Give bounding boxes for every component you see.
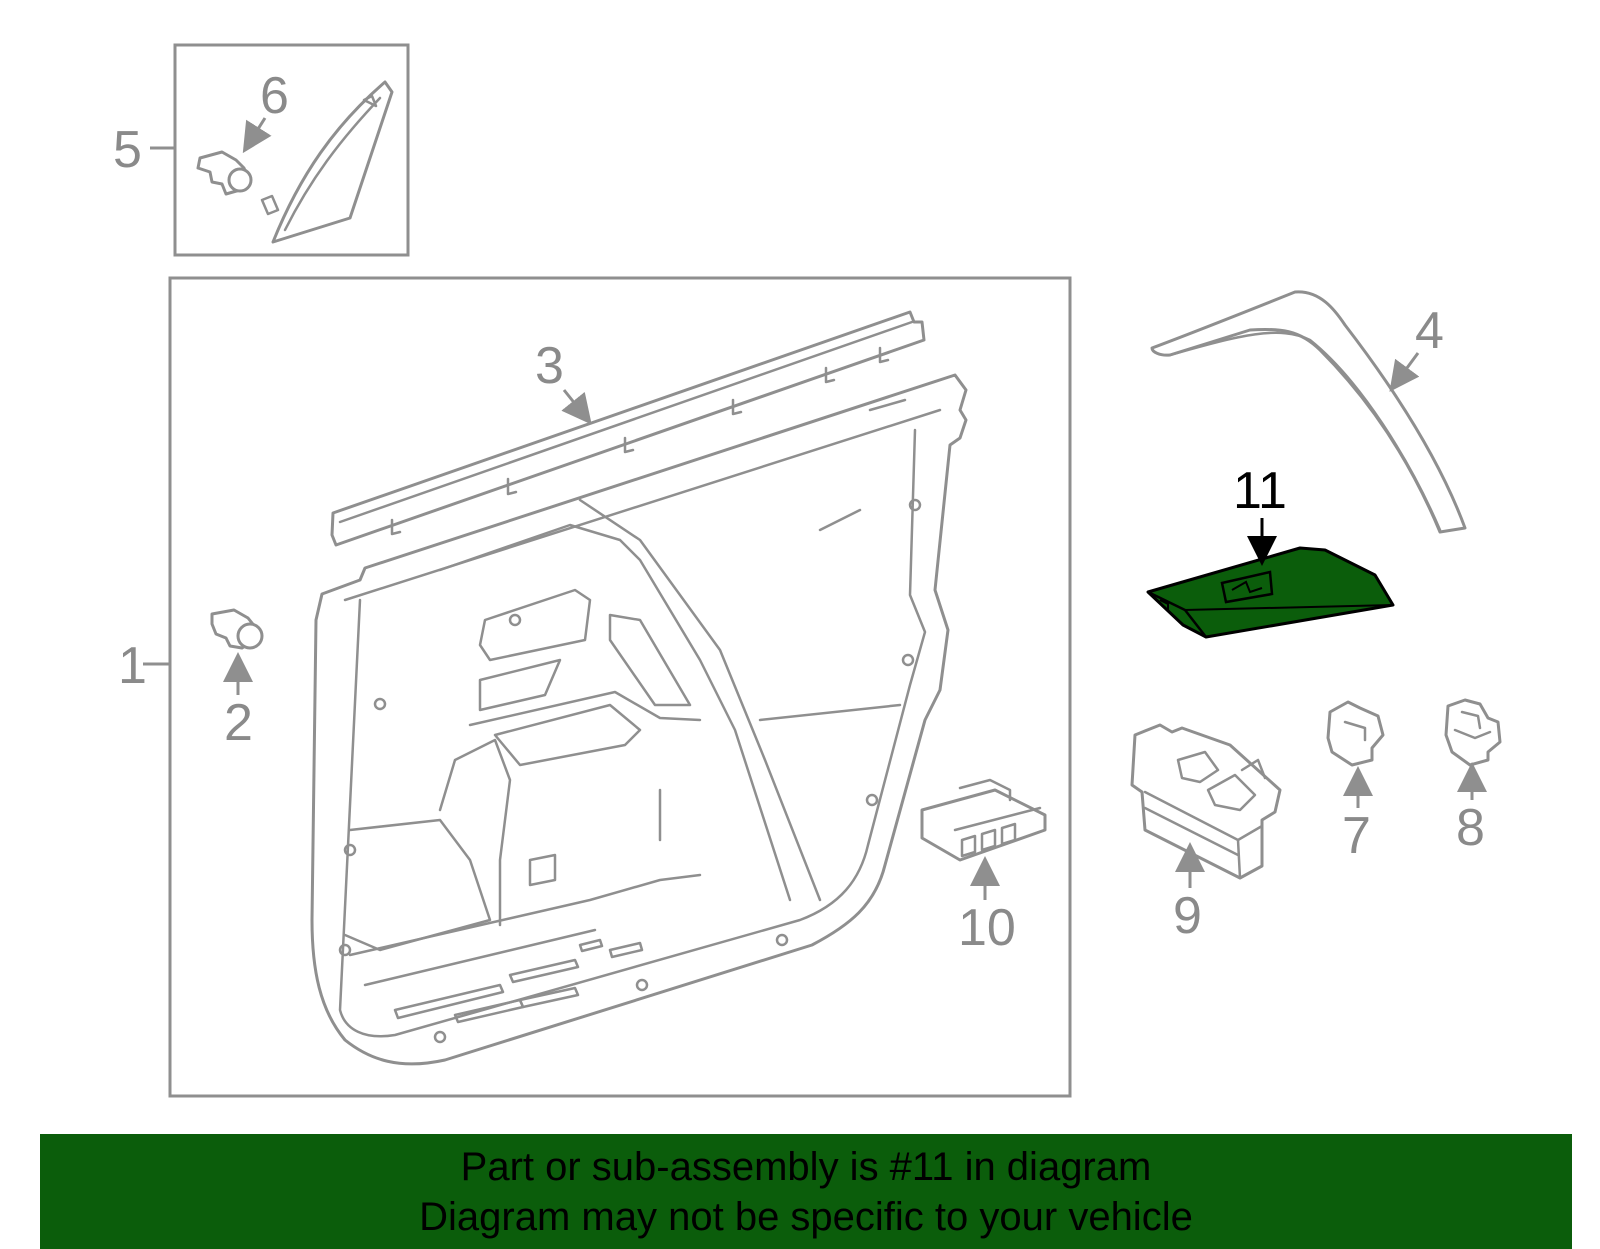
callout-6: 6 bbox=[260, 67, 289, 125]
callout-5: 5 bbox=[113, 121, 142, 179]
part-11-switch-bezel[interactable] bbox=[1146, 518, 1395, 639]
callout-11: 11 bbox=[1233, 462, 1287, 520]
part-1-door-trim-panel[interactable] bbox=[310, 373, 968, 1066]
part-10-switch[interactable] bbox=[920, 778, 1047, 900]
callout-9: 9 bbox=[1173, 887, 1202, 945]
callout-1: 1 bbox=[118, 637, 147, 695]
info-banner: Part or sub-assembly is #11 in diagram D… bbox=[40, 1134, 1572, 1249]
part-6-clip[interactable] bbox=[196, 117, 272, 196]
part-2-clip[interactable] bbox=[210, 608, 264, 695]
part-7-switch[interactable] bbox=[1326, 700, 1385, 808]
part-3-belt-moulding[interactable] bbox=[330, 310, 926, 547]
callout-8: 8 bbox=[1456, 799, 1485, 857]
callout-2: 2 bbox=[224, 694, 253, 752]
banner-line-disclaimer: Diagram may not be specific to your vehi… bbox=[419, 1195, 1193, 1239]
part-5-corner-trim[interactable] bbox=[260, 80, 394, 244]
callout-4: 4 bbox=[1415, 302, 1444, 360]
banner-line-part: Part or sub-assembly is #11 in diagram bbox=[460, 1145, 1152, 1189]
part-9-window-switch[interactable] bbox=[1130, 723, 1282, 888]
callout-3: 3 bbox=[535, 337, 564, 395]
callout-7: 7 bbox=[1342, 807, 1371, 865]
part-4-handle-trim[interactable] bbox=[1150, 290, 1467, 534]
part-8-switch[interactable] bbox=[1444, 698, 1502, 800]
callout-10: 10 bbox=[958, 899, 1016, 957]
